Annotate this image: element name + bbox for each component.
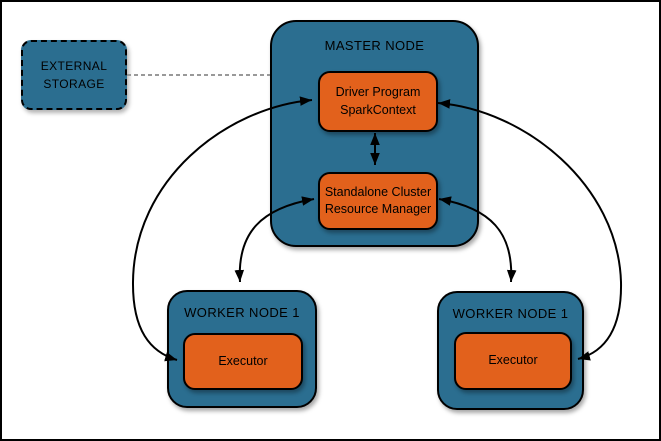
worker-left-executor-box: Executor [183, 333, 303, 390]
external-storage-label: EXTERNAL STORAGE [40, 59, 108, 91]
resource-manager-label: Standalone Cluster Resource Manager [324, 184, 432, 217]
resource-manager-box: Standalone Cluster Resource Manager [318, 172, 438, 230]
master-node: MASTER NODE Driver Program SparkContext … [270, 20, 479, 247]
worker-right-executor-label: Executor [488, 353, 538, 368]
worker-node-right-title: WORKER NODE 1 [452, 306, 569, 321]
external-storage-node: EXTERNAL STORAGE [21, 40, 127, 110]
master-node-title: MASTER NODE [324, 38, 425, 53]
worker-node-left-title: WORKER NODE 1 [184, 305, 300, 320]
worker-node-right: WORKER NODE 1 Executor [437, 291, 584, 410]
driver-program-box: Driver Program SparkContext [318, 71, 438, 132]
worker-right-executor-box: Executor [454, 332, 572, 390]
driver-program-label: Driver Program SparkContext [335, 85, 421, 117]
worker-node-left: WORKER NODE 1 Executor [167, 290, 317, 408]
worker-left-executor-label: Executor [218, 353, 268, 368]
